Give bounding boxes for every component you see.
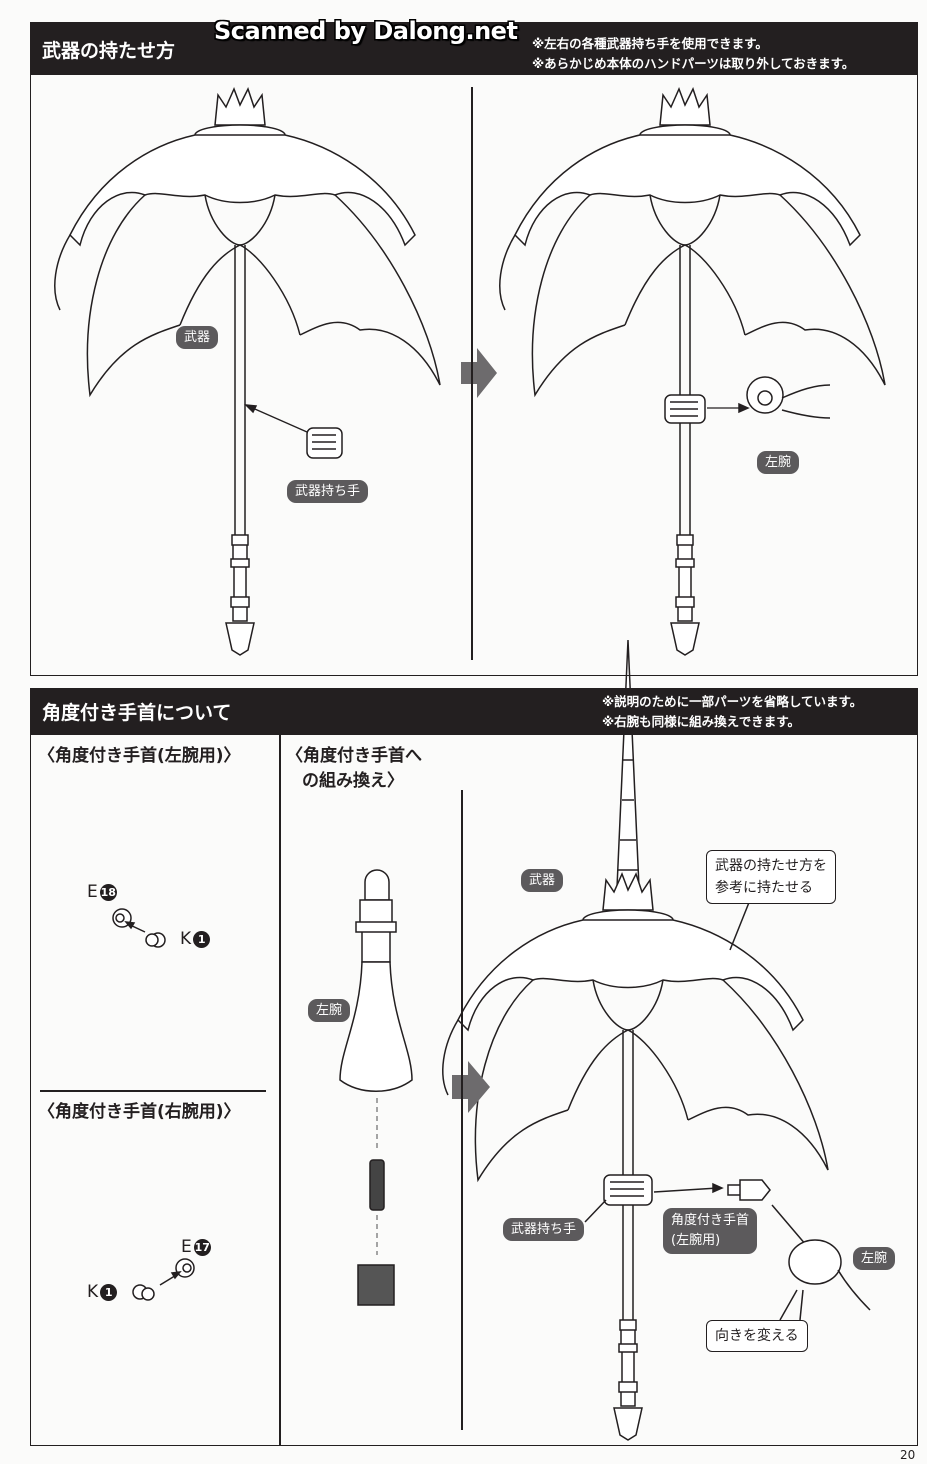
angled-wrist-line2: (左腕用) — [671, 1233, 721, 1248]
part-letter: E — [181, 1237, 192, 1257]
right-arm-heading: 〈角度付き手首(右腕用)〉 — [38, 1102, 241, 1122]
callout-hold-reference: 武器の持たせ方を参考に持たせる — [706, 850, 836, 904]
section2-note-2: ※右腕も同様に組み換えできます。 — [602, 714, 801, 729]
label-weapon-hand-2: 武器持ち手 — [503, 1218, 585, 1241]
part-number: 17 — [193, 1238, 211, 1256]
section2-box — [30, 734, 918, 1446]
label-weapon-2: 武器 — [521, 869, 564, 892]
callout-change-direction: 向きを変える — [706, 1320, 808, 1352]
label-weapon-hand: 武器持ち手 — [287, 480, 369, 503]
part-letter: K — [180, 929, 192, 949]
hold-ref-line1: 武器の持たせ方を — [715, 858, 827, 874]
label-left-arm-2: 左腕 — [853, 1247, 896, 1270]
section1-header — [30, 22, 918, 74]
section1-divider — [471, 87, 473, 660]
page-number: 20 — [900, 1448, 916, 1462]
section2-header — [30, 688, 918, 734]
section1-box — [30, 74, 918, 676]
part-letter: K — [87, 1282, 99, 1302]
label-left-arm-assembly: 左腕 — [308, 999, 351, 1022]
watermark: Scanned by Dalong.net — [214, 17, 518, 45]
hold-ref-line2: 参考に持たせる — [715, 880, 813, 896]
part-letter: E — [87, 882, 98, 902]
left-column-divider — [40, 1090, 266, 1092]
label-weapon: 武器 — [176, 326, 219, 349]
section2-note-1: ※説明のために一部パーツを省略しています。 — [602, 694, 863, 709]
section2-divider-left — [279, 734, 281, 1446]
part-number: 18 — [99, 883, 117, 901]
section1-note-1: ※左右の各種武器持ち手を使用できます。 — [532, 36, 768, 51]
part-number: 1 — [100, 1283, 118, 1301]
section2-divider-right — [461, 790, 463, 1430]
label-left-arm: 左腕 — [757, 451, 800, 474]
label-angled-wrist: 角度付き手首 (左腕用) — [663, 1208, 758, 1254]
section1-note-2: ※あらかじめ本体のハンドパーツは取り外しておきます。 — [532, 56, 855, 71]
swap-heading-line2: の組み換え〉 — [302, 771, 404, 791]
left-arm-heading: 〈角度付き手首(左腕用)〉 — [38, 746, 241, 766]
swap-heading-line1: 〈角度付き手首へ — [286, 746, 422, 766]
section1-title: 武器の持たせ方 — [42, 40, 176, 62]
part-number: 1 — [193, 930, 211, 948]
angled-wrist-line1: 角度付き手首 — [671, 1213, 750, 1228]
section2-title: 角度付き手首について — [42, 702, 232, 724]
